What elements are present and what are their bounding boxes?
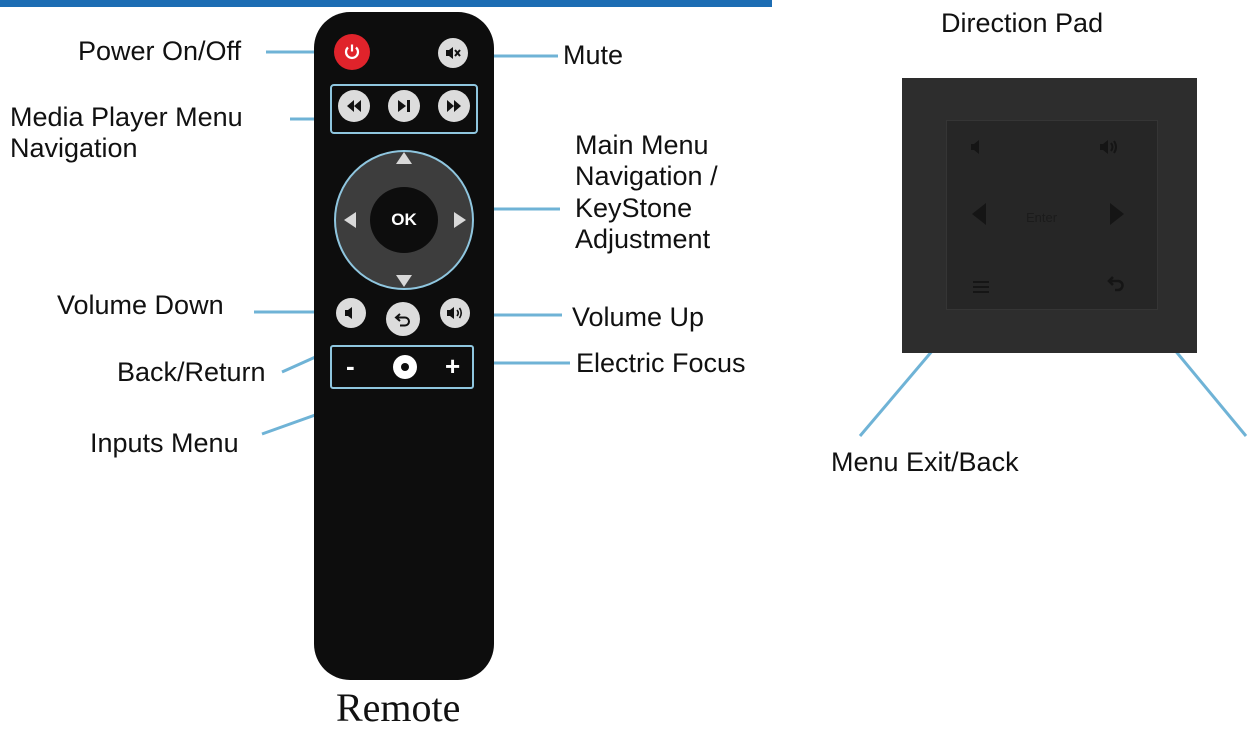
rewind-button[interactable]: [338, 90, 370, 122]
return-arrow-icon: [394, 313, 410, 327]
play-pause-icon: [398, 100, 410, 112]
volume-down-icon: [971, 140, 979, 154]
mute-icon: [446, 47, 461, 59]
label-main-menu-2: Navigation /: [575, 161, 718, 191]
fast-forward-button[interactable]: [438, 90, 470, 122]
rewind-icon: [347, 100, 361, 112]
panel-menu-key[interactable]: [972, 276, 990, 298]
power-button[interactable]: [334, 34, 370, 70]
top-accent-bar: [0, 0, 772, 7]
label-inputs-menu: Inputs Menu: [90, 428, 239, 458]
panel-volume-down-key[interactable]: [968, 138, 986, 160]
inputs-button[interactable]: [393, 355, 417, 379]
remote-control: OK - +: [314, 12, 494, 680]
play-pause-button[interactable]: [388, 90, 420, 122]
volume-up-icon: [447, 307, 463, 319]
ok-button[interactable]: OK: [370, 187, 438, 253]
label-mute: Mute: [563, 40, 624, 70]
power-icon: [344, 44, 360, 59]
label-media-player-1: Media Player Menu: [10, 102, 243, 132]
media-player-group: [330, 84, 478, 134]
label-power: Power On/Off: [78, 36, 242, 66]
label-volume-up: Volume Up: [572, 302, 705, 332]
panel-left-key[interactable]: [972, 203, 986, 225]
panel-right-key[interactable]: [1110, 203, 1124, 225]
volume-up-button[interactable]: [440, 298, 470, 328]
label-main-menu-4: Adjustment: [575, 224, 711, 254]
arrow-right-button[interactable]: [454, 212, 466, 228]
label-back-return: Back/Return: [117, 357, 266, 387]
return-arrow-icon: [1107, 276, 1124, 292]
back-return-button[interactable]: [386, 302, 420, 336]
label-direction-pad: Direction Pad: [941, 8, 1104, 38]
electric-focus-group: [330, 345, 474, 389]
arrow-down-button[interactable]: [396, 275, 412, 287]
label-electric-focus: Electric Focus: [576, 348, 746, 378]
arrow-up-button[interactable]: [396, 152, 412, 164]
remote-caption: Remote: [336, 685, 461, 730]
volume-down-button[interactable]: [336, 298, 366, 328]
focus-plus-button[interactable]: +: [445, 351, 461, 381]
arrow-left-button[interactable]: [344, 212, 356, 228]
label-main-menu-3: KeyStone: [575, 193, 693, 223]
label-media-player-2: Navigation: [10, 133, 138, 163]
panel-back-key[interactable]: [1106, 274, 1126, 298]
volume-down-icon: [345, 307, 352, 319]
panel-enter-key[interactable]: Enter: [1026, 210, 1058, 225]
direction-pad-panel: Enter: [902, 78, 1197, 353]
mute-button[interactable]: [438, 38, 468, 68]
label-main-menu-1: Main Menu: [575, 130, 709, 160]
fast-forward-icon: [447, 100, 461, 112]
panel-volume-up-key[interactable]: [1098, 138, 1124, 160]
label-menu-exit-back: Menu Exit/Back: [831, 447, 1019, 477]
menu-lines-icon: [973, 281, 989, 293]
volume-up-icon: [1100, 140, 1117, 154]
focus-minus-button[interactable]: -: [346, 351, 355, 381]
label-volume-down: Volume Down: [57, 290, 224, 320]
